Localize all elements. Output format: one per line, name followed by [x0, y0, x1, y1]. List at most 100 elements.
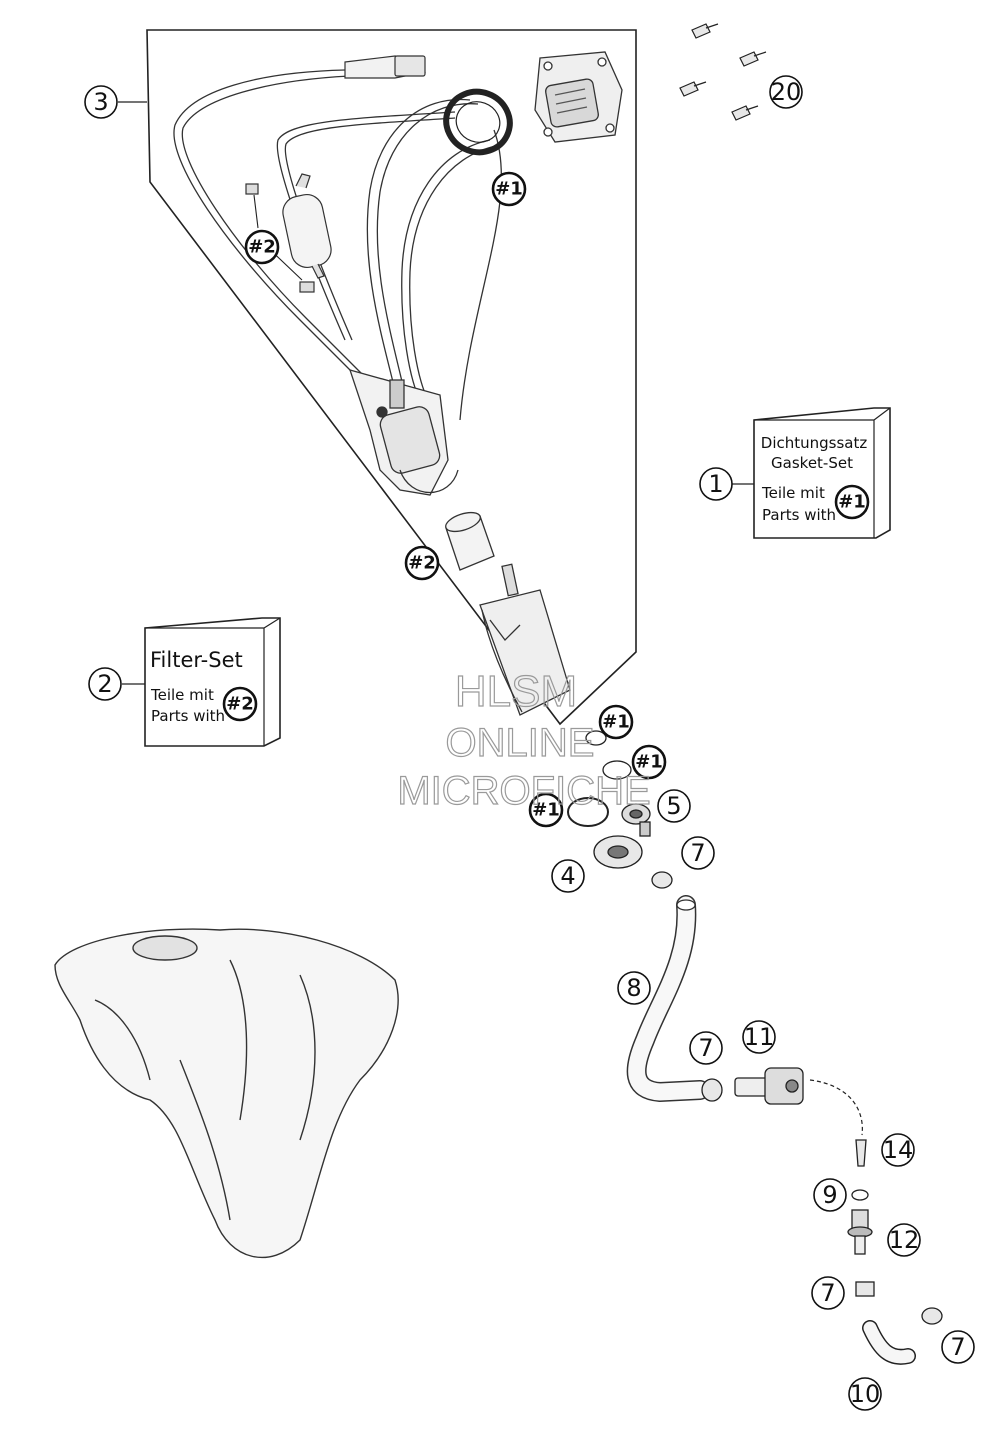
callout-circle [941, 1330, 975, 1364]
kit-marker-circle [491, 171, 527, 207]
quick-coupler [734, 1067, 804, 1105]
callout-label: 3 [93, 88, 108, 116]
watermark-line2: ONLINE [446, 721, 595, 765]
kit-marker-circle [834, 484, 870, 520]
seal-ring-top [443, 88, 513, 156]
kit-marker-group: #1#1#1#1#1#2#2#2 [222, 171, 870, 828]
callout-c7c: 7 [811, 1276, 845, 1310]
hose-clamp [651, 871, 673, 889]
callout-circle [689, 1031, 723, 1065]
strainer-sleeve [445, 511, 495, 571]
callout-label: 20 [771, 78, 802, 106]
kit-marker-circle [528, 792, 564, 828]
kit-marker-circle [631, 744, 667, 780]
kit-marker-label: #1 [838, 492, 866, 513]
callout-label: 7 [698, 1034, 713, 1062]
hose-clamp [701, 1078, 723, 1102]
kit-marker-label: #1 [602, 712, 630, 733]
kit-marker-label: #2 [226, 694, 254, 715]
callout-c5: 5 [657, 789, 691, 823]
callout-circle [699, 467, 733, 501]
filter-box-line1: Teile mit [150, 686, 214, 704]
pump-housing [479, 563, 571, 716]
callout-label: 2 [97, 670, 112, 698]
bottom-parts [847, 1139, 943, 1365]
kit-marker-k2b: #2 [404, 545, 440, 581]
callout-label: 1 [708, 470, 723, 498]
callout-circle [811, 1276, 845, 1310]
callout-circle [657, 789, 691, 823]
gasket-box-line3: Teile mit [761, 484, 825, 502]
callout-c4: 4 [551, 859, 585, 893]
filter-box-line2: Parts with [151, 707, 225, 725]
gasket-box-line2: Gasket-Set [771, 454, 853, 472]
kit-marker-k1a: #1 [491, 171, 527, 207]
valve-insert [621, 803, 651, 837]
watermark-line3: MICROFICHE [397, 769, 650, 813]
kit-marker-circle [244, 229, 280, 265]
callout-leaders [118, 101, 754, 685]
kit-marker-label: #1 [532, 800, 560, 821]
kit-marker-k1c: #1 [598, 704, 634, 740]
grommet [593, 835, 643, 869]
callout-c2: 2 [88, 667, 122, 701]
kit-marker-circle [404, 545, 440, 581]
callout-circle [813, 1178, 847, 1212]
connector-plug [344, 55, 426, 79]
dashed-leader [809, 1079, 863, 1136]
filter-box-title: Filter-Set [150, 648, 243, 672]
kit-marker-label: #1 [495, 179, 523, 200]
fuel-pump-body [348, 369, 459, 496]
callout-c1: 1 [699, 467, 733, 501]
callout-circle [84, 85, 118, 119]
kit-marker-k2a: #2 [244, 229, 280, 265]
callout-c3: 3 [84, 85, 118, 119]
callout-c7b: 7 [689, 1031, 723, 1065]
kit-marker-k1e: #1 [528, 792, 564, 828]
inline-fuel-filter [245, 173, 332, 293]
callout-label: 10 [850, 1380, 881, 1408]
callout-c7d: 7 [941, 1330, 975, 1364]
callout-c9: 9 [813, 1178, 847, 1212]
callout-label: 11 [744, 1023, 775, 1051]
filter-set-box: Filter-Set Teile mit Parts with [144, 617, 281, 747]
callout-c8: 8 [617, 971, 651, 1005]
callout-circle [881, 1133, 915, 1167]
callout-circle [681, 836, 715, 870]
callout-label: 12 [889, 1226, 920, 1254]
callout-label: 14 [883, 1136, 914, 1164]
bolts [679, 23, 767, 121]
gasket-set-box: Dichtungssatz Gasket-Set Teile mit Parts… [753, 407, 891, 539]
fuel-hose [626, 895, 710, 1103]
callout-circle [617, 971, 651, 1005]
callout-circle [742, 1020, 776, 1054]
assembly-frame [146, 29, 637, 726]
callout-label: 5 [666, 792, 681, 820]
kit-marker-k1b: #1 [834, 484, 870, 520]
kit-marker-k2c: #2 [222, 686, 258, 722]
callout-circle [769, 75, 803, 109]
watermark: HLSM ONLINE MICROFICHE [397, 666, 652, 813]
gasket-box-line1: Dichtungssatz [761, 434, 868, 452]
callout-label: 7 [950, 1333, 965, 1361]
pump-flange [534, 51, 623, 143]
callout-c7a: 7 [681, 836, 715, 870]
callout-c10: 10 [848, 1377, 882, 1411]
callout-c11: 11 [742, 1020, 776, 1054]
callout-circle [848, 1377, 882, 1411]
callout-circle [88, 667, 122, 701]
fuel-tank [54, 928, 399, 1259]
kit-marker-circle [222, 686, 258, 722]
callout-label: 8 [626, 974, 641, 1002]
callout-c12: 12 [887, 1223, 921, 1257]
callout-label: 9 [822, 1181, 837, 1209]
kit-marker-label: #1 [635, 752, 663, 773]
callout-c14: 14 [881, 1133, 915, 1167]
callout-label: 4 [560, 862, 575, 890]
kit-marker-k1d: #1 [631, 744, 667, 780]
fuel-pump-hoses [173, 69, 502, 421]
callout-label: 7 [820, 1279, 835, 1307]
callout-c20: 20 [769, 75, 803, 109]
kit-marker-label: #2 [248, 237, 276, 258]
